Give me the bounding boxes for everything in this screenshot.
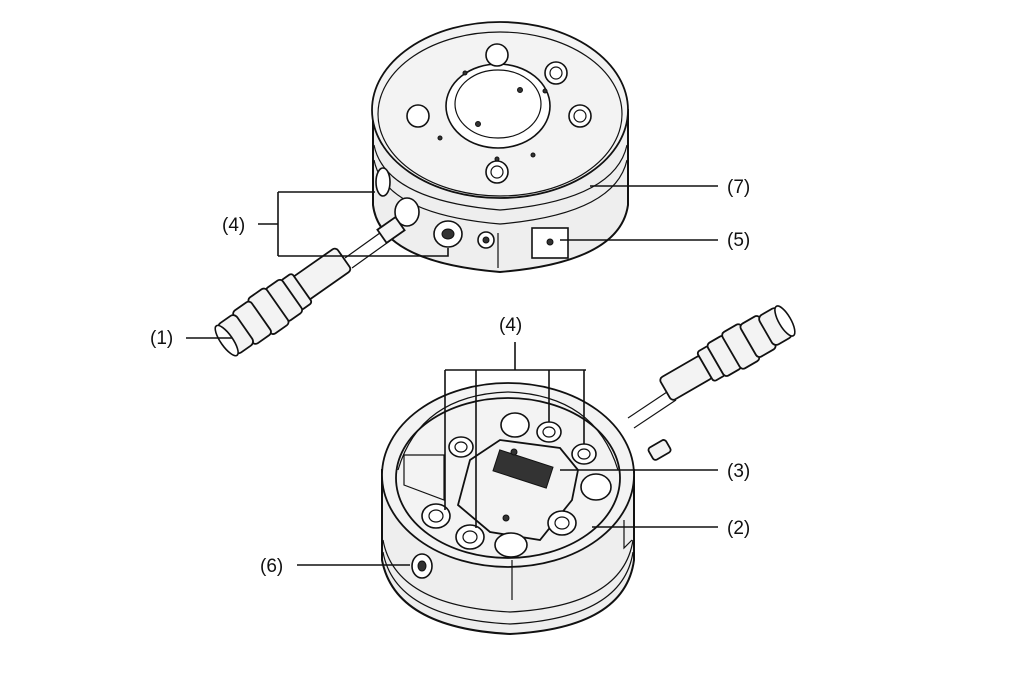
callout-2: (2): [727, 518, 750, 539]
callout-6: (6): [260, 556, 283, 577]
base-plate: [456, 439, 579, 541]
bottom-unit: [381, 382, 635, 636]
mounting-hole: [406, 104, 430, 128]
connector-socket: [492, 449, 554, 489]
mounting-hole: [485, 43, 509, 67]
callout-top-4: (4): [222, 215, 245, 236]
callout-5: (5): [727, 230, 750, 251]
callout-7: (7): [727, 177, 750, 198]
callout-labels: (4) (7) (5) (1) (4) (3) (2) (6): [150, 177, 750, 577]
callout-bottom-4: (4): [499, 315, 522, 336]
mounting-hole: [485, 160, 509, 184]
callout-3: (3): [727, 461, 750, 482]
cable-assembly: [214, 215, 406, 357]
side-port: [375, 167, 391, 197]
mounting-hole: [568, 104, 592, 128]
leader-lines: [186, 185, 718, 566]
mounting-hole: [544, 61, 568, 85]
top-unit: [371, 21, 629, 274]
cable-port: [394, 197, 420, 227]
cable-assembly-bottom: [627, 305, 796, 461]
center-hub: [445, 63, 551, 149]
callout-1: (1): [150, 328, 173, 349]
